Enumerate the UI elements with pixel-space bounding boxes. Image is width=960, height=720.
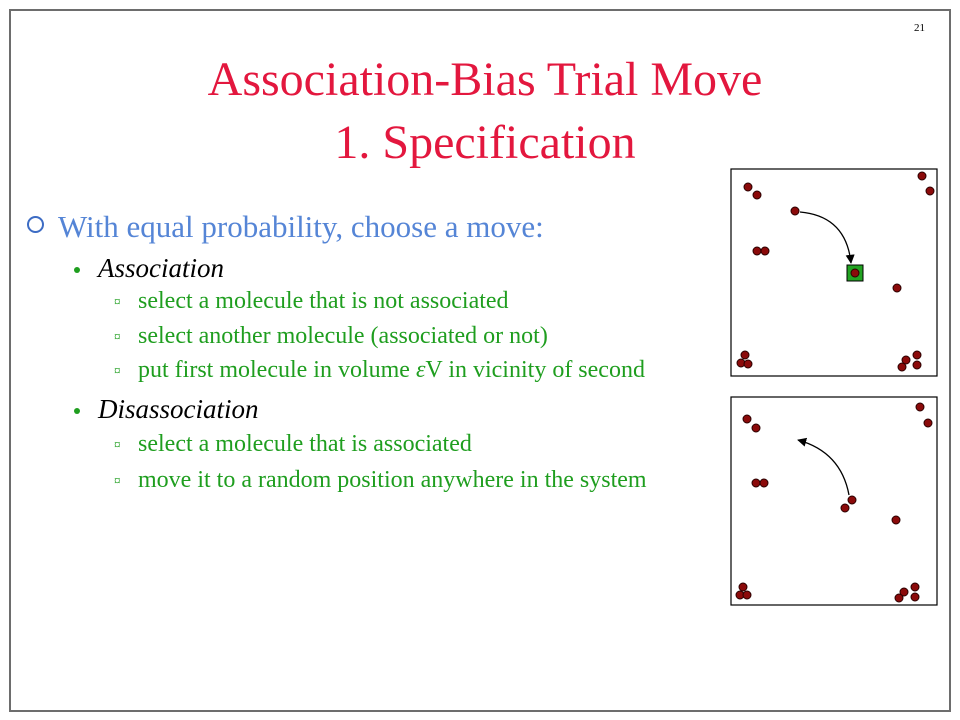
molecule-dot bbox=[752, 190, 762, 200]
molecule-dot bbox=[910, 582, 920, 592]
disassociation-diagram bbox=[730, 396, 938, 606]
molecule-dot bbox=[912, 350, 922, 360]
molecule-dot bbox=[742, 414, 752, 424]
molecule-dot bbox=[899, 587, 909, 597]
hollow-circle-bullet-icon bbox=[27, 216, 44, 233]
molecule-dot bbox=[740, 350, 750, 360]
molecule-dot bbox=[910, 592, 920, 602]
molecule-dot bbox=[850, 268, 860, 278]
step-text: put first molecule in volume εV in vicin… bbox=[138, 358, 645, 382]
move-label-association: Association bbox=[98, 253, 224, 283]
slide-title: Association-Bias Trial Move 1. Specifica… bbox=[10, 48, 960, 174]
step-text: select a molecule that is not associated bbox=[138, 288, 509, 314]
step-text: move it to a random position anywhere in… bbox=[138, 467, 647, 493]
molecule-dot bbox=[751, 423, 761, 433]
molecule-dot bbox=[759, 478, 769, 488]
molecule-dot bbox=[751, 478, 761, 488]
bullet-dot-icon bbox=[74, 408, 80, 414]
intro-text: With equal probability, choose a move: bbox=[58, 209, 544, 244]
molecule-dot bbox=[840, 503, 850, 513]
square-bullet-icon bbox=[114, 438, 121, 451]
molecule-dot bbox=[760, 246, 770, 256]
slide-frame bbox=[9, 9, 951, 712]
curved-arrow-icon bbox=[797, 437, 850, 496]
molecule-dot bbox=[917, 171, 927, 181]
molecules bbox=[735, 402, 933, 603]
molecule-dot bbox=[743, 359, 753, 369]
molecule-dot bbox=[892, 283, 902, 293]
square-bullet-icon bbox=[114, 295, 121, 308]
step-text: select another molecule (associated or n… bbox=[138, 323, 548, 349]
square-bullet-icon bbox=[114, 330, 121, 343]
molecule-dot bbox=[891, 515, 901, 525]
step-text: select a molecule that is associated bbox=[138, 431, 472, 457]
simulation-box bbox=[730, 168, 938, 377]
simulation-box bbox=[730, 396, 938, 606]
molecules bbox=[736, 171, 935, 372]
title-line-2: 1. Specification bbox=[334, 116, 636, 169]
epsilon-symbol: ε bbox=[415, 357, 426, 383]
molecule-dot bbox=[894, 593, 904, 603]
page-number: 21 bbox=[914, 22, 925, 34]
molecule-dot bbox=[901, 355, 911, 365]
bullet-dot-icon bbox=[74, 267, 80, 273]
molecule-dot bbox=[915, 402, 925, 412]
step-text-part: V in vicinity of second bbox=[425, 357, 645, 383]
molecule-dot bbox=[742, 590, 752, 600]
molecule-dot bbox=[897, 362, 907, 372]
move-label-disassociation: Disassociation bbox=[98, 394, 259, 424]
molecule-dot bbox=[790, 206, 800, 216]
molecule-dot bbox=[847, 495, 857, 505]
step-text-part: put first molecule in volume bbox=[138, 357, 416, 383]
molecule-dot bbox=[912, 360, 922, 370]
square-bullet-icon bbox=[114, 474, 121, 487]
molecule-dot bbox=[752, 246, 762, 256]
molecule-dot bbox=[925, 186, 935, 196]
association-diagram bbox=[730, 168, 938, 377]
curved-arrow-icon bbox=[799, 211, 855, 264]
molecule-dot bbox=[923, 418, 933, 428]
molecule-dot bbox=[743, 182, 753, 192]
title-line-1: Association-Bias Trial Move bbox=[207, 53, 763, 106]
square-bullet-icon bbox=[114, 364, 121, 377]
molecule-dot bbox=[738, 582, 748, 592]
